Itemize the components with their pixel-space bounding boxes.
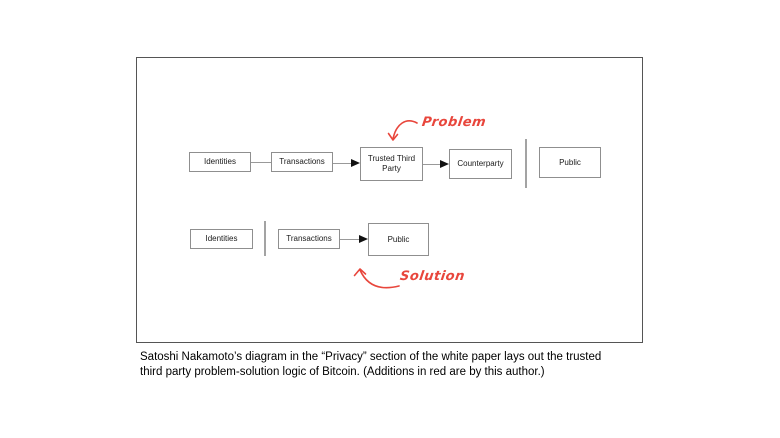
solution-label: Solution [398,269,466,284]
box-identities-bottom: Identities [190,229,253,249]
arrowhead-into-counterparty-icon [440,160,449,168]
arrowhead-into-public-icon [359,235,368,243]
connector-transactions-public [340,239,359,240]
box-public-bottom: Public [368,223,429,256]
box-trusted-third-party: Trusted Third Party [360,147,423,181]
connector-transactions-ttp [333,163,351,164]
problem-arrow-icon [387,120,418,141]
box-transactions-top: Transactions [271,152,333,172]
box-counterparty: Counterparty [449,149,512,179]
box-identities-top: Identities [189,152,251,172]
problem-label: Problem [420,115,488,130]
divider-bottom-row [264,221,266,256]
solution-arrow-icon [353,268,400,289]
box-public-top: Public [539,147,601,178]
caption-line-1: Satoshi Nakamoto’s diagram in the “Priva… [140,351,602,363]
diagram-frame: Identities Transactions Trusted Third Pa… [136,57,643,343]
connector-identities-transactions-top [251,162,271,163]
caption: Satoshi Nakamoto’s diagram in the “Priva… [140,350,660,379]
caption-line-2: third party problem-solution logic of Bi… [140,365,545,378]
connector-ttp-counterparty [423,164,440,165]
arrowhead-into-ttp-icon [351,159,360,167]
box-transactions-bottom: Transactions [278,229,340,249]
divider-top-row [525,139,527,188]
